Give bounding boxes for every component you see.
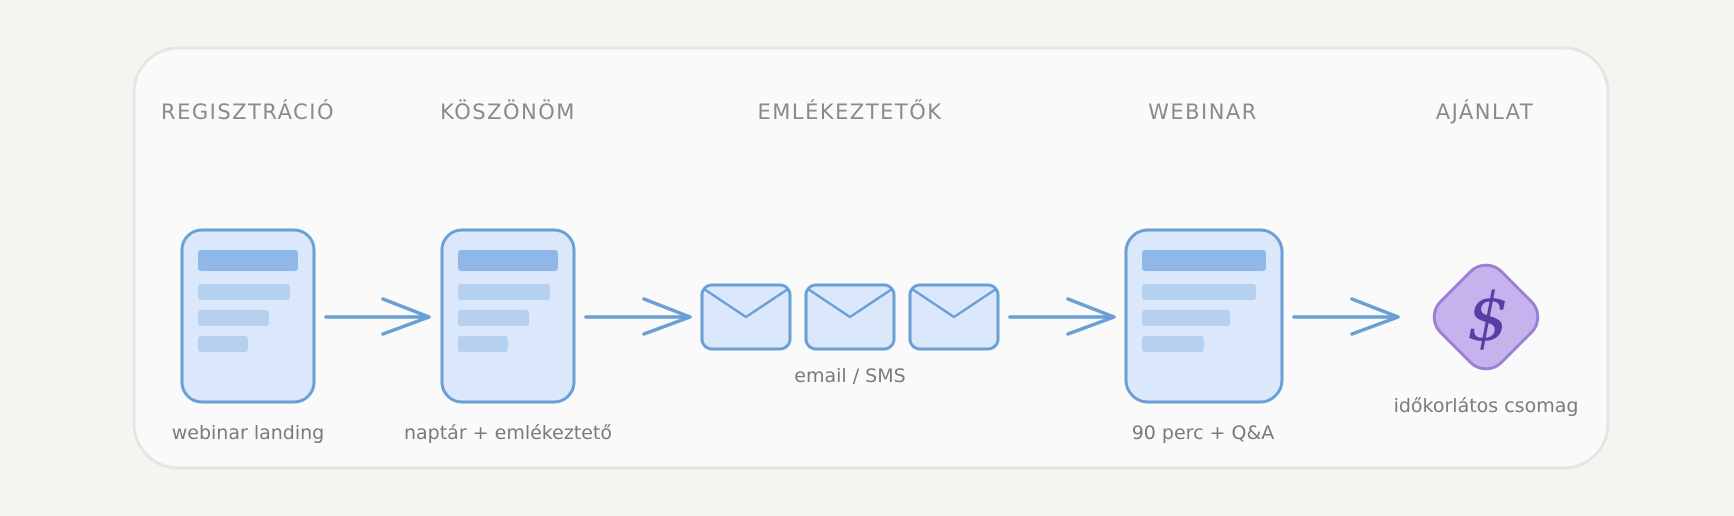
stage-title-webinar: WEBINAR	[1148, 100, 1258, 124]
page-icon	[180, 228, 316, 404]
dollar-symbol: $	[1467, 279, 1509, 356]
page-icon	[1124, 228, 1284, 404]
envelope-icon	[908, 283, 1000, 351]
arrow-right-icon	[1292, 297, 1400, 336]
stage-title-reminders: EMLÉKEZTETŐK	[757, 99, 942, 124]
caption-reminders: email / SMS	[794, 365, 905, 387]
caption-thanks: naptár + emlékeztető	[404, 422, 612, 444]
caption-webinar: 90 perc + Q&A	[1132, 422, 1275, 444]
stage-title-registration: REGISZTRÁCIÓ	[161, 99, 335, 124]
stage-title-thanks: KÖSZÖNÖM	[440, 99, 576, 124]
envelope-icon	[804, 283, 896, 351]
envelope-icon	[700, 283, 792, 351]
arrow-right-icon	[584, 297, 692, 336]
caption-registration: webinar landing	[172, 422, 325, 444]
arrow-right-icon	[324, 297, 431, 336]
dollar-icon: $	[1432, 263, 1540, 371]
arrow-right-icon	[1008, 297, 1116, 336]
caption-offer: időkorlátos csomag	[1394, 395, 1579, 417]
stage-title-offer: AJÁNLAT	[1436, 99, 1535, 124]
page-icon	[440, 228, 576, 404]
